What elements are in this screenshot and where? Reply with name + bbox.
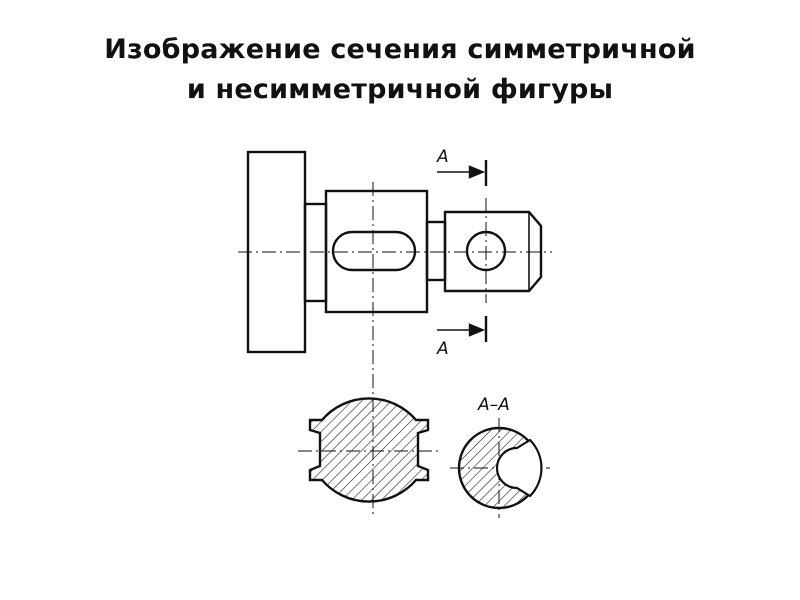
- section-label: A–A: [477, 395, 510, 415]
- cut-arrow-bottom: [468, 323, 486, 337]
- keyway-slot: [331, 230, 417, 272]
- section-aa-hole: [495, 438, 543, 498]
- asymmetric-section: [457, 426, 543, 510]
- neck-right: [425, 220, 447, 282]
- symmetric-section-shape: [308, 397, 430, 503]
- symmetric-section: [308, 397, 430, 503]
- cutting-plane-a: [437, 160, 488, 342]
- slide-title-line-1: Изображение сечения симметричной: [104, 34, 696, 65]
- slide-title-line-2: и несимметричной фигуры: [186, 74, 614, 105]
- cut-label-top: A: [436, 147, 449, 167]
- cut-label-bottom: A: [436, 339, 449, 359]
- cut-arrow-top: [468, 165, 486, 179]
- slide-title: Изображение сечения симметричной и несим…: [0, 30, 800, 110]
